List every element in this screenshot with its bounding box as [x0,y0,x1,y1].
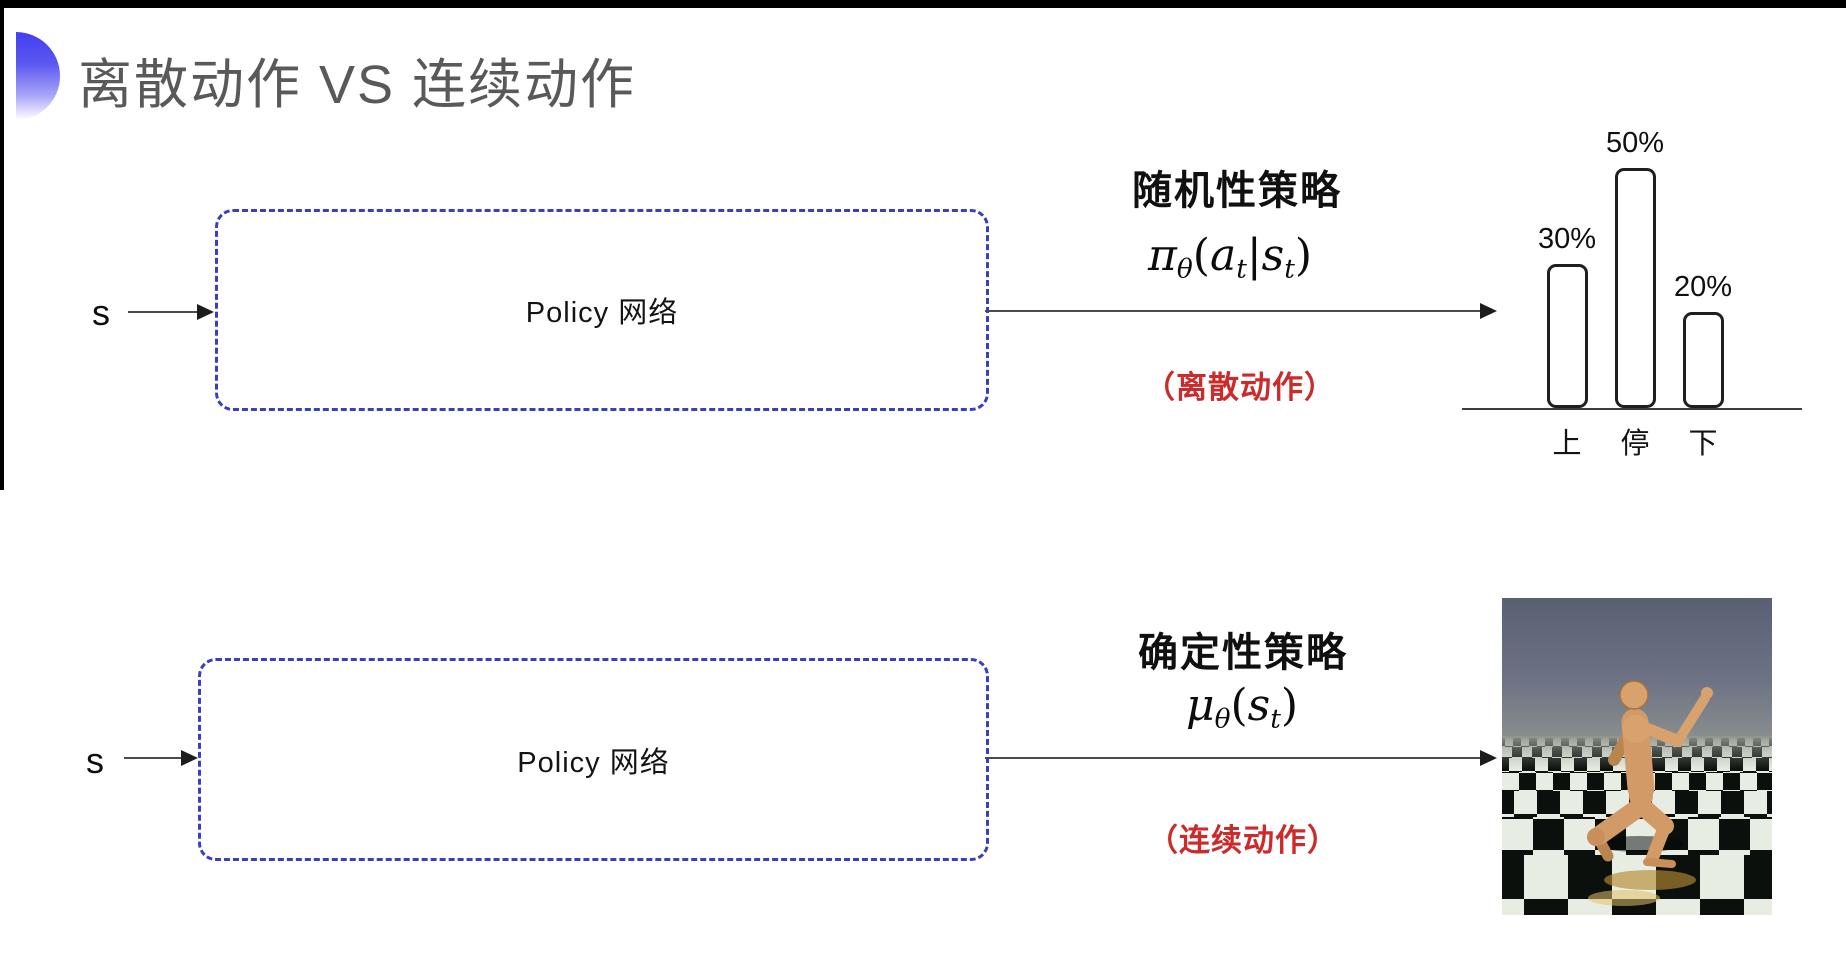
bar-category-label: 上 [1552,428,1582,460]
bar [1546,264,1588,408]
bar-value-label: 30% [1537,223,1597,255]
left-letterbox-bar [0,0,4,490]
formula-segment: ( [1230,680,1248,731]
formula-segment: ) [1280,680,1299,731]
formula-segment: t [1284,253,1295,285]
formula-segment: | [1246,230,1262,281]
bottom-state-input-label: s [86,740,104,781]
top-policy-network-label: Policy 网络 [525,297,679,329]
formula-segment: ( [1192,230,1210,281]
action-probability-bar-chart: 30% 50% 20% 上 停 下 [1462,110,1812,465]
top-input-arrow [128,304,214,320]
chart-baseline [1462,408,1802,410]
bar-columns: 30% 50% 20% [1533,110,1737,408]
title-accent-shape [16,32,60,120]
page-title: 离散动作 VS 连续动作 [78,55,637,115]
bar [1614,168,1656,408]
top-letterbox-bar [0,0,1846,8]
formula-segment: μ [1185,680,1215,731]
humanoid-robot-figure [1587,680,1713,906]
formula-segment: t [1270,703,1281,735]
deterministic-policy-label: 确定性策略 [1138,631,1348,675]
bottom-output-arrow [985,750,1497,766]
formula-segment: t [1236,253,1247,285]
top-output-arrow [985,303,1497,319]
formula-segment: a [1209,230,1237,281]
discrete-action-note: （离散动作） [1144,370,1336,405]
formula-segment: ) [1294,230,1313,281]
bar-categories: 上停下 [1533,420,1737,462]
bar-category-label: 停 [1620,428,1650,460]
humanoid-simulation-image [1502,598,1772,915]
formula-segment: s [1247,680,1271,731]
formula-segment: θ [1214,703,1231,735]
bar-value-label: 50% [1605,127,1665,159]
stochastic-policy-formula: πθ(at|st) [1070,230,1390,284]
bottom-policy-network-label: Policy 网络 [517,746,670,779]
bar-column: 20% [1669,271,1737,408]
bar-value-label: 20% [1673,271,1733,303]
bottom-policy-network-box: Policy 网络 [198,658,989,861]
top-state-input-label: s [92,292,110,333]
stochastic-policy-label: 随机性策略 [1132,169,1342,213]
bar [1682,312,1724,408]
continuous-action-note: （连续动作） [1147,823,1339,858]
deterministic-policy-formula: μθ(st) [1082,680,1402,734]
formula-segment: π [1147,230,1177,281]
top-policy-network-box: Policy 网络 [215,209,989,411]
bar-column: 30% [1533,223,1601,408]
formula-segment: s [1261,230,1285,281]
bar-column: 50% [1601,127,1669,408]
formula-segment: θ [1176,253,1193,285]
bar-category-label: 下 [1688,428,1718,460]
bottom-input-arrow [124,750,198,766]
